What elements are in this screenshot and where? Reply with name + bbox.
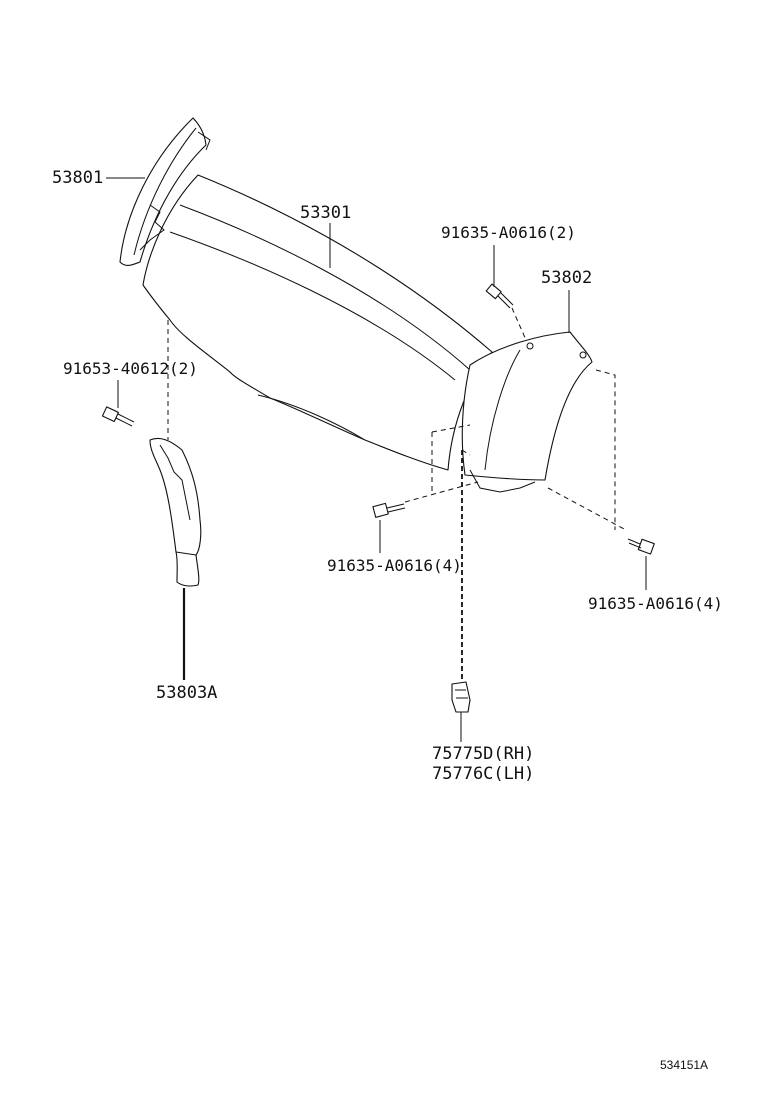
callout-clip-lh: 75776C(LH)	[432, 764, 535, 784]
bolt-icon-center	[372, 502, 406, 518]
callout-bolt-right: 91635-A0616(4)	[588, 594, 723, 613]
callout-53803a: 53803A	[156, 683, 218, 703]
side-molding-53801	[119, 117, 211, 266]
figure-id: 534151A	[660, 1058, 709, 1072]
callout-53802: 53802	[541, 268, 593, 288]
bolt-icon-top-right	[485, 283, 514, 309]
bracket-53803a	[149, 437, 202, 587]
callout-53301: 53301	[300, 203, 352, 223]
bolt-icon-left	[101, 406, 135, 427]
callout-bolt-left: 91653-40612(2)	[63, 359, 198, 378]
callout-clip-rh: 75775D(RH)	[432, 744, 535, 764]
alignment-lines	[167, 307, 627, 682]
callout-bolt-center: 91635-A0616(4)	[327, 556, 462, 575]
callout-53801: 53801	[52, 168, 104, 188]
leader-lines	[106, 177, 647, 742]
callout-bolt-top-right: 91635-A0616(2)	[441, 223, 576, 242]
clip-icon	[451, 681, 471, 713]
hood-panel-53301	[142, 174, 493, 471]
bolt-icon-right	[627, 538, 655, 555]
